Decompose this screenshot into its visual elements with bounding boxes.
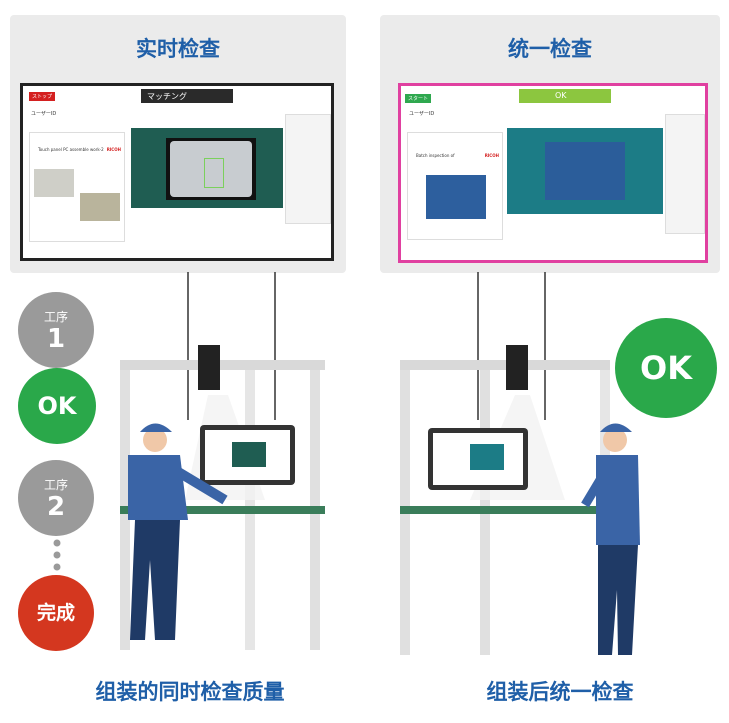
- ok-bubble: OK: [18, 368, 96, 444]
- work-title: Batch inspection of: [416, 153, 455, 158]
- batch-caption: 组装后统一检查: [486, 680, 634, 704]
- camera-icon: [198, 345, 220, 390]
- step-label: 工序: [43, 477, 68, 492]
- realtime-screen: ストップ マッチング ユーザーID Touch panel PC assembl…: [20, 83, 334, 261]
- user-id-label: ユーザーID: [31, 111, 57, 117]
- instruction-card: Batch inspection of RICOH: [407, 132, 503, 240]
- status-banner: マッチング: [141, 89, 233, 103]
- camera-view: [131, 128, 283, 208]
- camera-icon: [506, 345, 528, 390]
- batch-panel: 统一检查 スタート OK ユーザーID Batch inspection of …: [380, 15, 720, 273]
- board-photo: [426, 175, 486, 219]
- batch-ok-bubble: OK: [615, 318, 717, 418]
- start-button[interactable]: スタート: [405, 94, 432, 103]
- brand: RICOH: [484, 153, 499, 158]
- step-label: 工序: [43, 309, 68, 324]
- checkpoint-panel: [665, 114, 705, 234]
- realtime-caption: 组装的同时检查质量: [95, 680, 285, 704]
- camera-view: [507, 128, 663, 214]
- complete-label: 完成: [36, 602, 75, 624]
- step-number: 2: [46, 491, 66, 522]
- work-title: Touch panel PC assemble work-2: [38, 147, 104, 152]
- stop-button[interactable]: ストップ: [29, 92, 56, 101]
- part-photo: [80, 193, 120, 221]
- ellipsis-dots: [53, 539, 61, 571]
- realtime-title: 实时检查: [136, 37, 220, 61]
- part-photo: [34, 169, 74, 197]
- realtime-panel: 实时检查 ストップ マッチング ユーザーID Touch panel PC as…: [10, 15, 346, 273]
- status-text: OK: [555, 91, 567, 100]
- batch-title: 统一检查: [508, 37, 592, 61]
- status-text: マッチング: [147, 92, 187, 101]
- ok-label: OK: [640, 349, 692, 387]
- complete-bubble: 完成: [18, 575, 94, 651]
- step-number: 1: [46, 323, 66, 354]
- right-workstation: [400, 272, 640, 655]
- batch-screen: スタート OK ユーザーID Batch inspection of RICOH: [398, 83, 708, 263]
- left-workstation: [120, 272, 325, 650]
- user-id-label: ユーザーID: [409, 111, 435, 117]
- step-1-bubble: 工序 1: [18, 292, 94, 368]
- brand: RICOH: [106, 147, 121, 152]
- ok-label: OK: [37, 392, 77, 420]
- instruction-card: Touch panel PC assemble work-2 RICOH: [29, 132, 125, 242]
- checkpoint-panel: [285, 114, 331, 224]
- status-banner: OK: [519, 89, 611, 103]
- step-2-bubble: 工序 2: [18, 460, 94, 536]
